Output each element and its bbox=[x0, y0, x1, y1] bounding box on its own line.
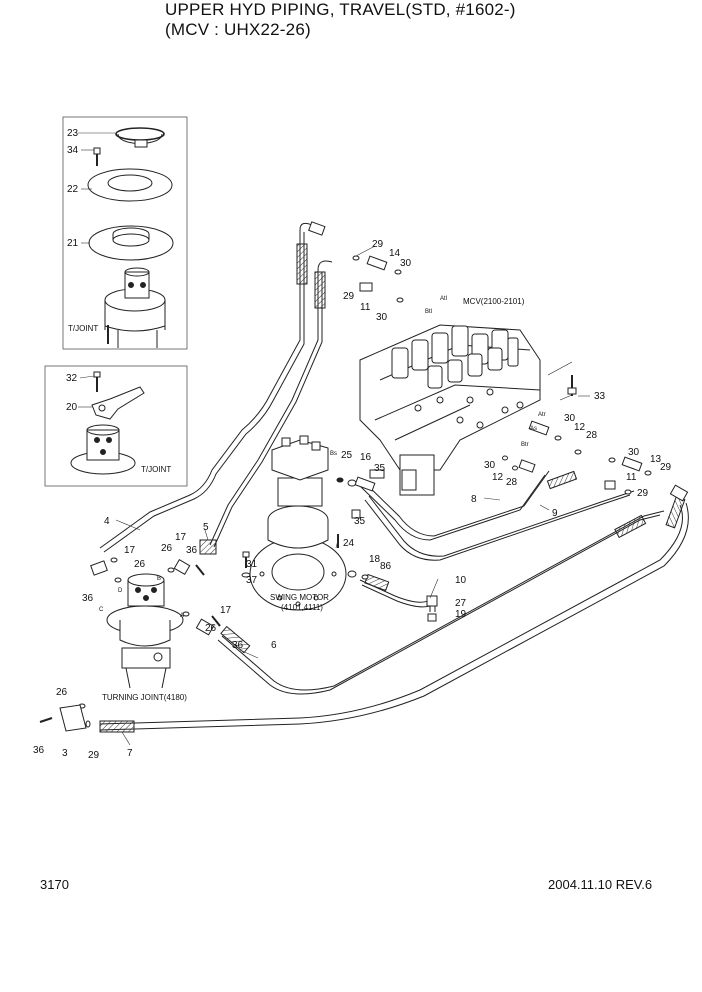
swing-motor-ref-label: (4101,4111) bbox=[281, 603, 323, 612]
swing-motor bbox=[249, 435, 347, 611]
component-labels: MCV(2100-2101) SWING MOTOR (4101,4111) T… bbox=[68, 297, 525, 702]
callout: 7 bbox=[127, 748, 133, 759]
callout: 24 bbox=[343, 538, 355, 549]
callout: 37 bbox=[246, 575, 258, 586]
pipe-8-9 bbox=[359, 470, 635, 561]
callout: 12 bbox=[492, 472, 504, 483]
callout: 29 bbox=[343, 291, 355, 302]
callout: 28 bbox=[506, 477, 518, 488]
callout: 30 bbox=[376, 312, 388, 323]
page-number: 3170 bbox=[40, 877, 69, 892]
port-labels: Atl Btl Atr Btr Bs As A B C D bbox=[99, 296, 546, 619]
callout: 14 bbox=[389, 248, 401, 259]
callout: 30 bbox=[564, 413, 576, 424]
fittings-tjoint bbox=[39, 557, 221, 732]
port-atl: Atl bbox=[440, 296, 447, 302]
pipe-5 bbox=[199, 260, 333, 555]
port-btr: Btr bbox=[521, 442, 529, 448]
callout: 9 bbox=[552, 508, 558, 519]
callout: 27 bbox=[455, 598, 467, 609]
callout: 33 bbox=[594, 391, 606, 402]
callout: 22 bbox=[67, 184, 79, 195]
port-as: As bbox=[530, 426, 537, 432]
detail-box-turning-joint bbox=[62, 116, 188, 350]
callout: 26 bbox=[161, 543, 173, 554]
callout: 17 bbox=[220, 605, 232, 616]
callout: 10 bbox=[455, 575, 467, 586]
pipe-10 bbox=[359, 573, 438, 622]
callout: 28 bbox=[586, 430, 598, 441]
swing-motor-label: SWING MOTOR bbox=[270, 593, 329, 602]
callout: 29 bbox=[637, 488, 649, 499]
callout: 36 bbox=[186, 545, 198, 556]
callout: 17 bbox=[124, 545, 136, 556]
bolt-31-37 bbox=[241, 551, 251, 578]
mcv-valve bbox=[359, 324, 541, 496]
turning-joint bbox=[106, 573, 184, 689]
port-btl: Btl bbox=[425, 309, 432, 315]
callout-numbers: 23 34 22 21 32 20 29 14 30 29 11 30 33 3… bbox=[33, 128, 672, 761]
port-b: B bbox=[157, 576, 161, 582]
callout: 86 bbox=[380, 561, 392, 572]
callout: 36 bbox=[232, 640, 244, 651]
callout: 26 bbox=[134, 559, 146, 570]
callout: 3 bbox=[62, 748, 68, 759]
callout: 20 bbox=[66, 402, 78, 413]
port-bs: Bs bbox=[330, 451, 337, 457]
callout: 30 bbox=[628, 447, 640, 458]
callout: 29 bbox=[660, 462, 672, 473]
callout: 29 bbox=[88, 750, 100, 761]
callout: 26 bbox=[205, 623, 217, 634]
callout: 32 bbox=[66, 373, 78, 384]
callout: 29 bbox=[372, 239, 384, 250]
callout: 30 bbox=[484, 460, 496, 471]
callout: 36 bbox=[82, 593, 94, 604]
callout: 31 bbox=[246, 559, 258, 570]
mcv-spools bbox=[391, 325, 519, 389]
date-revision: 2004.11.10 REV.6 bbox=[548, 877, 653, 892]
callout: 5 bbox=[203, 522, 209, 533]
tjoint-label-2: T/JOINT bbox=[141, 465, 171, 474]
callout: 25 bbox=[341, 450, 353, 461]
port-a: A bbox=[180, 613, 184, 619]
callout: 16 bbox=[360, 452, 372, 463]
fittings-right bbox=[502, 420, 652, 495]
callout: 18 bbox=[369, 554, 381, 565]
port-d: D bbox=[118, 588, 123, 594]
callout: 17 bbox=[175, 532, 187, 543]
pipe-6 bbox=[217, 510, 665, 695]
callout: 13 bbox=[650, 454, 662, 465]
leader-lines bbox=[78, 132, 590, 746]
detail-box-tjoint-plate bbox=[44, 365, 188, 487]
tjoint-label-1: T/JOINT bbox=[68, 324, 98, 333]
fittings-top bbox=[352, 255, 404, 303]
bolt-33 bbox=[547, 361, 577, 401]
diagram-subtitle: (MCV : UHX22-26) bbox=[165, 20, 311, 39]
callout: 23 bbox=[67, 128, 79, 139]
callout: 34 bbox=[67, 145, 79, 156]
port-c: C bbox=[99, 607, 104, 613]
callout: 4 bbox=[104, 516, 110, 527]
callout: 35 bbox=[374, 463, 386, 474]
callout: 19 bbox=[455, 609, 467, 620]
callout: 35 bbox=[354, 516, 366, 527]
callout: 6 bbox=[271, 640, 277, 651]
callout: 26 bbox=[56, 687, 68, 698]
diagram-title: UPPER HYD PIPING, TRAVEL(STD, #1602-) bbox=[165, 0, 516, 19]
port-atr: Atr bbox=[538, 412, 546, 418]
turning-joint-label: TURNING JOINT(4180) bbox=[102, 693, 187, 702]
pipe-7 bbox=[99, 484, 689, 733]
callout: 21 bbox=[67, 238, 79, 249]
callout: 36 bbox=[33, 745, 45, 756]
callout: 12 bbox=[574, 422, 586, 433]
callout: 11 bbox=[626, 472, 637, 483]
callout: 30 bbox=[400, 258, 412, 269]
callout: 8 bbox=[471, 494, 477, 505]
callout: 11 bbox=[360, 302, 371, 313]
mcv-label: MCV(2100-2101) bbox=[463, 297, 525, 306]
pipe-4 bbox=[99, 221, 326, 553]
